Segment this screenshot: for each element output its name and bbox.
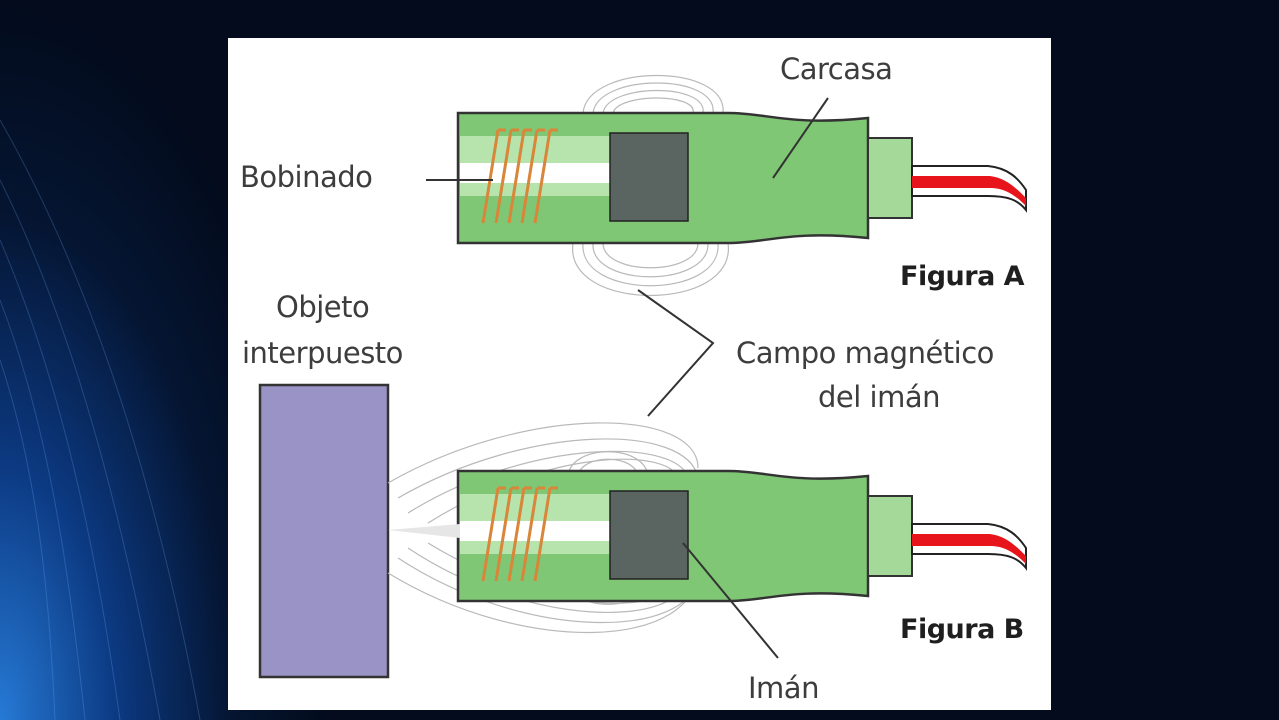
coil-a	[481, 128, 558, 224]
sensor-a	[426, 74, 1027, 297]
magnet-b	[609, 490, 689, 580]
label-iman: Imán	[748, 671, 819, 705]
campo-leader	[637, 289, 715, 417]
interposed-object	[258, 383, 390, 679]
connector-a	[867, 137, 913, 219]
field-lines-a	[572, 74, 729, 297]
sensor-b	[258, 383, 1027, 679]
sensor-figure: Carcasa Bobinado Figura A Objeto interpu…	[228, 38, 1051, 710]
magnet-a	[609, 132, 689, 222]
label-objeto-line1: Objeto	[276, 290, 370, 324]
label-figura-a: Figura A	[900, 261, 1025, 292]
inductive-sensor-diagram	[258, 74, 1027, 679]
label-campo-line2: del imán	[818, 380, 940, 414]
connector-b	[867, 495, 913, 577]
housing-slot-a	[460, 163, 610, 183]
carcasa-leader	[772, 97, 829, 179]
iman-leader	[682, 542, 779, 659]
label-carcasa: Carcasa	[780, 52, 893, 86]
label-objeto-line2: interpuesto	[242, 336, 403, 370]
label-figura-b: Figura B	[900, 614, 1024, 645]
housing-slot-b	[460, 521, 610, 541]
label-campo-line1: Campo magnético	[736, 336, 994, 370]
coil-b	[481, 486, 558, 582]
label-bobinado: Bobinado	[240, 160, 373, 194]
